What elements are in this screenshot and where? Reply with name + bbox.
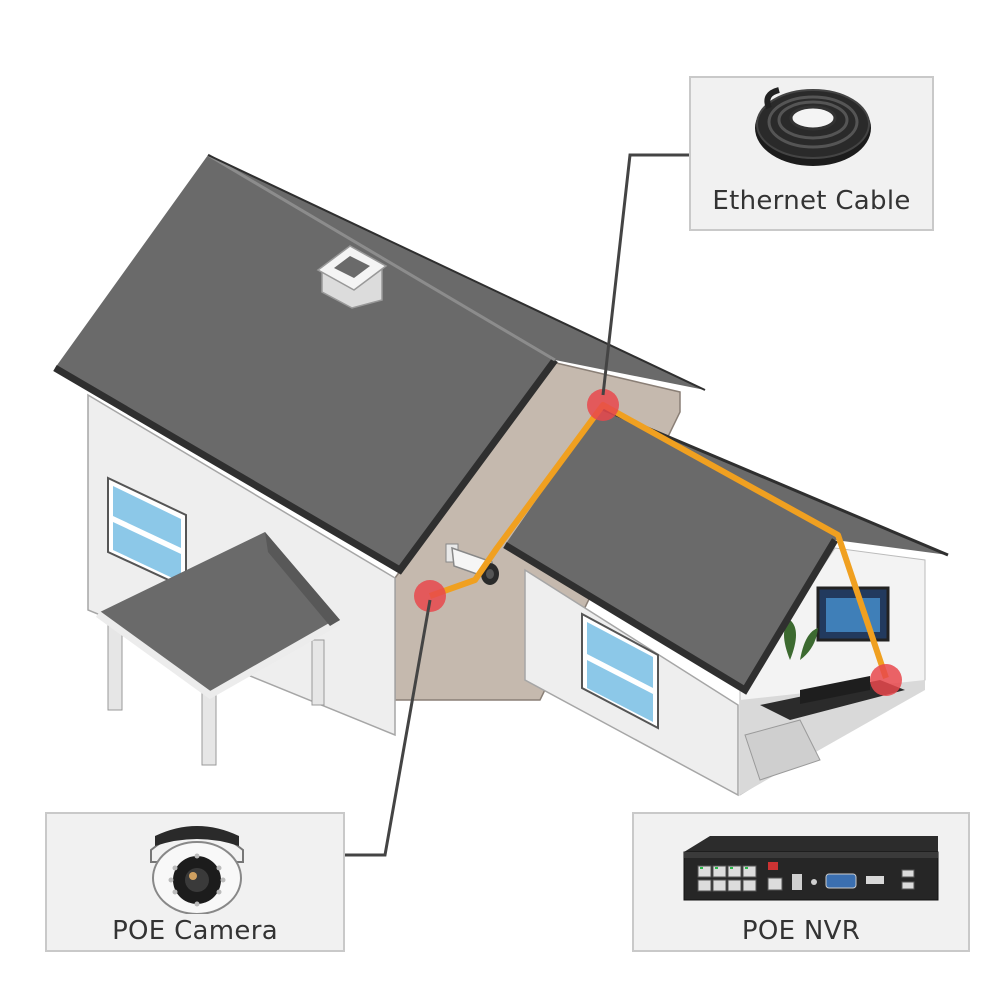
nvr-recorder-icon <box>683 836 939 901</box>
annex-house <box>503 406 949 797</box>
leader-cable <box>601 153 689 396</box>
callout-poe-nvr: POE NVR <box>632 812 970 952</box>
callout-label-ethernet-cable: Ethernet Cable <box>712 186 911 216</box>
main-roof <box>55 155 705 570</box>
connection-markers <box>414 389 902 696</box>
annex-roof-edge <box>503 538 839 695</box>
leader-lines <box>345 153 689 857</box>
ethernet-cable-route <box>428 402 889 679</box>
annex-roof <box>505 408 948 690</box>
callout-ethernet-cable: Ethernet Cable <box>689 76 934 231</box>
leader-camera <box>345 599 432 857</box>
main-roof-edge <box>53 357 558 575</box>
porch <box>95 532 340 766</box>
marker-nvr <box>870 664 902 696</box>
cable-coil-icon <box>755 87 871 166</box>
marker-camera <box>414 580 446 612</box>
callout-label-poe-camera: POE Camera <box>112 916 278 946</box>
chimney <box>316 245 388 309</box>
callout-label-poe-nvr: POE NVR <box>741 916 861 946</box>
callout-poe-camera: POE Camera <box>45 812 345 952</box>
annex-window <box>581 612 659 730</box>
main-house-window <box>107 476 187 590</box>
dome-camera-icon <box>150 826 244 914</box>
marker-roof <box>587 389 619 421</box>
